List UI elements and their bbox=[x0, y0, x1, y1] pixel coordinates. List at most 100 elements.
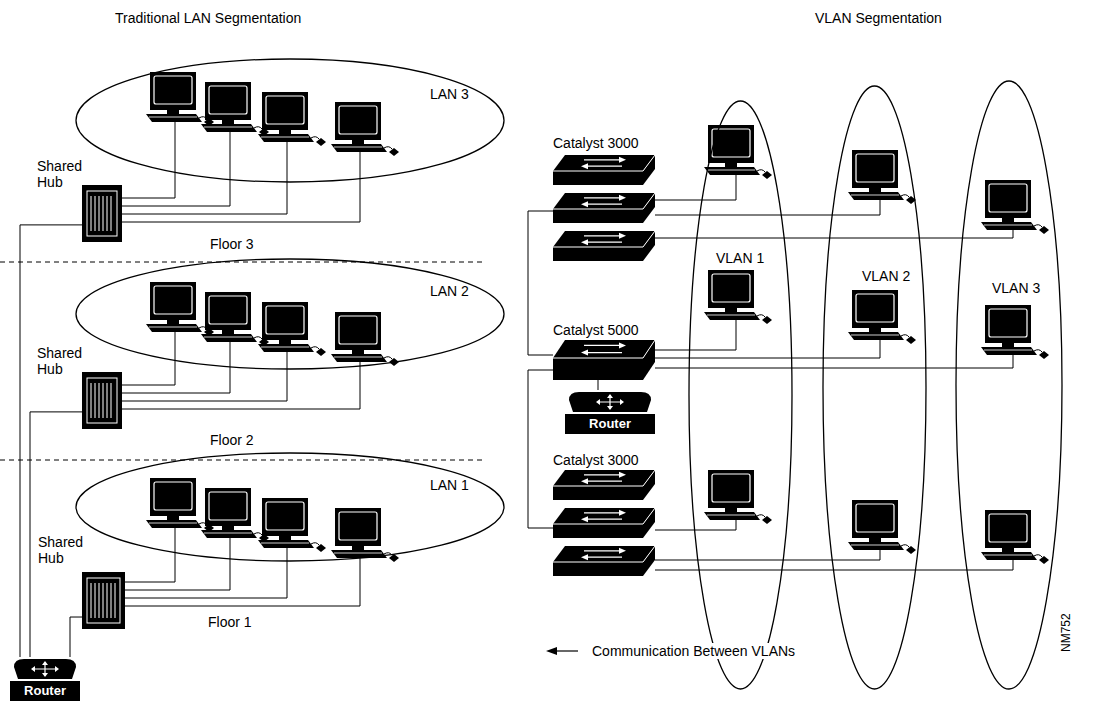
network-cable bbox=[122, 342, 230, 393]
stack-shape bbox=[553, 470, 655, 582]
lan-ellipse: LAN 1 bbox=[75, 452, 505, 562]
mouse-cord bbox=[254, 533, 262, 535]
screen bbox=[712, 474, 750, 502]
node-label: LAN 3 bbox=[430, 86, 469, 102]
vlan-ellipse: VLAN 3 bbox=[955, 80, 1063, 690]
hub-slot bbox=[111, 383, 112, 418]
keyboard-edge bbox=[334, 357, 382, 358]
ellipse-outline bbox=[76, 259, 504, 369]
keyboard-edge bbox=[851, 545, 899, 546]
hub-slot bbox=[107, 583, 108, 618]
router: Router bbox=[565, 390, 655, 434]
computer bbox=[258, 302, 326, 356]
mouse-cord bbox=[384, 357, 392, 359]
keyboard bbox=[258, 344, 314, 352]
switch-arrow bbox=[584, 474, 620, 475]
node-label: Catalyst 3000 bbox=[553, 452, 639, 468]
switch-arrow bbox=[588, 204, 622, 205]
keyboard-edge bbox=[984, 555, 1032, 556]
switch-arrowhead bbox=[619, 157, 626, 163]
keyboard-edge bbox=[707, 315, 755, 316]
mouse bbox=[762, 516, 772, 524]
switch-arrow bbox=[584, 550, 620, 551]
keyboard-edge bbox=[149, 117, 197, 118]
switch-top bbox=[553, 470, 655, 486]
node-label: LAN 1 bbox=[430, 477, 469, 493]
keyboard-edge bbox=[204, 127, 252, 128]
keyboard bbox=[848, 332, 904, 340]
router-label: Router bbox=[10, 681, 80, 701]
monitor bbox=[985, 305, 1031, 343]
computer bbox=[258, 92, 326, 146]
keyboard-edge bbox=[984, 225, 1032, 226]
computer bbox=[331, 102, 399, 156]
network-cable bbox=[655, 520, 736, 530]
hub-slot bbox=[99, 196, 100, 231]
switch-unit bbox=[553, 340, 655, 380]
mouse-cord bbox=[311, 137, 319, 139]
hub-slot bbox=[95, 583, 96, 618]
keyboard bbox=[848, 192, 904, 200]
router-label: Router bbox=[565, 414, 655, 434]
computer bbox=[981, 180, 1049, 234]
monitor bbox=[205, 292, 251, 330]
computer bbox=[981, 305, 1049, 359]
monitor bbox=[262, 92, 308, 130]
node-label: Shared Hub bbox=[38, 534, 83, 566]
switch-arrowhead bbox=[619, 342, 626, 348]
keyboard bbox=[258, 540, 314, 548]
monitor bbox=[852, 150, 898, 188]
hub-shape bbox=[82, 185, 122, 242]
mouse-cord bbox=[254, 127, 262, 129]
keyboard-edge bbox=[334, 553, 382, 554]
screen bbox=[339, 512, 377, 540]
keyboard-edge bbox=[707, 515, 755, 516]
monitor-neck bbox=[869, 328, 881, 332]
switch-arrowhead bbox=[619, 510, 626, 516]
switch-arrowhead bbox=[581, 201, 588, 207]
network-cable bbox=[655, 230, 1013, 238]
network-cable bbox=[122, 152, 360, 222]
catalyst-switch: Catalyst 5000 bbox=[553, 340, 655, 380]
node-label: LAN 2 bbox=[430, 283, 469, 299]
section-heading: Traditional LAN Segmentation bbox=[115, 10, 301, 26]
ellipse-outline bbox=[956, 81, 1062, 689]
hub-slot bbox=[95, 383, 96, 418]
screen bbox=[856, 154, 894, 182]
node-label: Catalyst 3000 bbox=[553, 135, 639, 151]
switch-shape bbox=[553, 340, 655, 380]
computer bbox=[331, 508, 399, 562]
network-link bbox=[20, 225, 82, 657]
mouse bbox=[316, 348, 326, 356]
switch-front bbox=[553, 562, 643, 576]
legend-item: Communication Between VLANs bbox=[590, 643, 797, 659]
network-cable bbox=[122, 122, 175, 198]
monitor-neck bbox=[222, 120, 234, 124]
mouse bbox=[1039, 226, 1049, 234]
hub-slot bbox=[91, 583, 92, 618]
hub-shape bbox=[82, 372, 122, 429]
screen bbox=[712, 274, 750, 302]
switch-side bbox=[643, 193, 655, 223]
mouse-cord bbox=[1034, 225, 1042, 227]
keyboard bbox=[201, 124, 257, 132]
network-link bbox=[528, 211, 553, 355]
computer bbox=[704, 470, 772, 524]
hub-body bbox=[82, 185, 122, 242]
ellipse-shape bbox=[822, 85, 927, 690]
monitor bbox=[150, 72, 196, 110]
monitor-neck bbox=[1002, 218, 1014, 222]
mouse-cord bbox=[254, 337, 262, 339]
computer bbox=[201, 82, 269, 136]
computer bbox=[201, 488, 269, 542]
hub-slot bbox=[111, 196, 112, 231]
keyboard-edge bbox=[261, 347, 309, 348]
mouse-cord bbox=[1034, 350, 1042, 352]
screen bbox=[989, 309, 1027, 337]
switch-edge bbox=[553, 470, 655, 486]
screen bbox=[989, 184, 1027, 212]
ellipse-outline bbox=[823, 86, 926, 689]
screen bbox=[154, 482, 192, 510]
switch-side bbox=[643, 470, 655, 500]
floor-label: Floor 1 bbox=[208, 614, 252, 630]
